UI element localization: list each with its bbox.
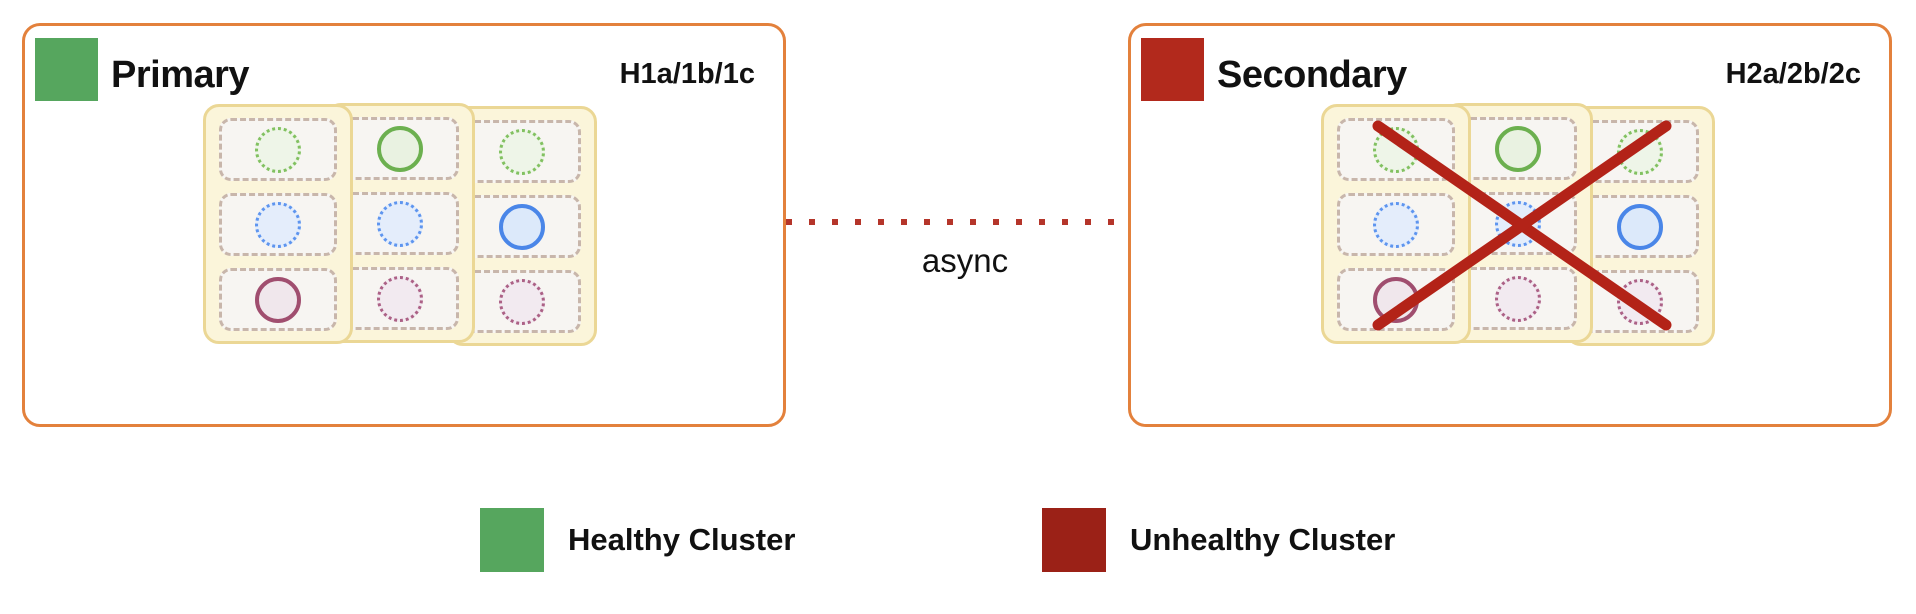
node-blue-dot	[255, 201, 301, 248]
node-maroon-solid	[1373, 276, 1419, 323]
legend-label-unhealthy: Unhealthy Cluster	[1130, 522, 1396, 557]
legend-swatch-unhealthy	[1042, 508, 1106, 572]
node-slot	[1337, 193, 1455, 256]
node-slot	[219, 193, 337, 256]
legend-label-healthy: Healthy Cluster	[568, 522, 796, 557]
node-grid-secondary	[1321, 103, 1721, 348]
cluster-box-secondary: Secondary H2a/2b/2c	[1128, 23, 1892, 427]
node-green-solid	[1495, 125, 1541, 172]
node-blue-dot	[1495, 200, 1541, 247]
node-slot	[341, 192, 459, 255]
host-label-primary: H1a/1b/1c	[619, 58, 755, 90]
node-slot	[1337, 268, 1455, 331]
node-slot	[219, 118, 337, 181]
node-slot	[1459, 267, 1577, 330]
node-blue-dot	[1373, 201, 1419, 248]
health-badge-secondary	[1141, 38, 1204, 101]
node-slot	[1581, 195, 1699, 258]
node-slot	[463, 270, 581, 333]
availability-zone-2	[325, 103, 475, 343]
node-blue-solid	[499, 203, 545, 250]
node-slot	[1337, 118, 1455, 181]
node-slot	[341, 267, 459, 330]
node-slot	[341, 117, 459, 180]
availability-zone-1	[1321, 104, 1471, 344]
node-blue-dot	[377, 200, 423, 247]
node-green-dot	[499, 128, 545, 175]
node-maroon-dot	[499, 278, 545, 325]
node-green-dot	[1617, 128, 1663, 175]
legend-swatch-healthy	[480, 508, 544, 572]
node-slot	[1581, 120, 1699, 183]
host-label-secondary: H2a/2b/2c	[1725, 58, 1861, 90]
node-green-dot	[255, 126, 301, 173]
node-green-solid	[377, 125, 423, 172]
node-maroon-dot	[1617, 278, 1663, 325]
node-slot	[1459, 192, 1577, 255]
node-slot	[219, 268, 337, 331]
node-slot	[463, 195, 581, 258]
availability-zone-1	[203, 104, 353, 344]
cluster-title-primary: Primary	[111, 54, 250, 96]
async-label: async	[921, 242, 1009, 279]
health-badge-primary	[35, 38, 98, 101]
node-maroon-solid	[255, 276, 301, 323]
node-slot	[463, 120, 581, 183]
async-link-line	[786, 219, 1128, 225]
cluster-box-primary: Primary H1a/1b/1c	[22, 23, 786, 427]
legend-item-healthy: Healthy Cluster	[480, 508, 795, 572]
legend-item-unhealthy: Unhealthy Cluster	[1042, 508, 1395, 572]
node-slot	[1459, 117, 1577, 180]
node-grid-primary	[203, 103, 603, 348]
node-green-dot	[1373, 126, 1419, 173]
cluster-title-secondary: Secondary	[1217, 54, 1407, 96]
node-slot	[1581, 270, 1699, 333]
node-maroon-dot	[377, 275, 423, 322]
node-blue-solid	[1617, 203, 1663, 250]
node-maroon-dot	[1495, 275, 1541, 322]
